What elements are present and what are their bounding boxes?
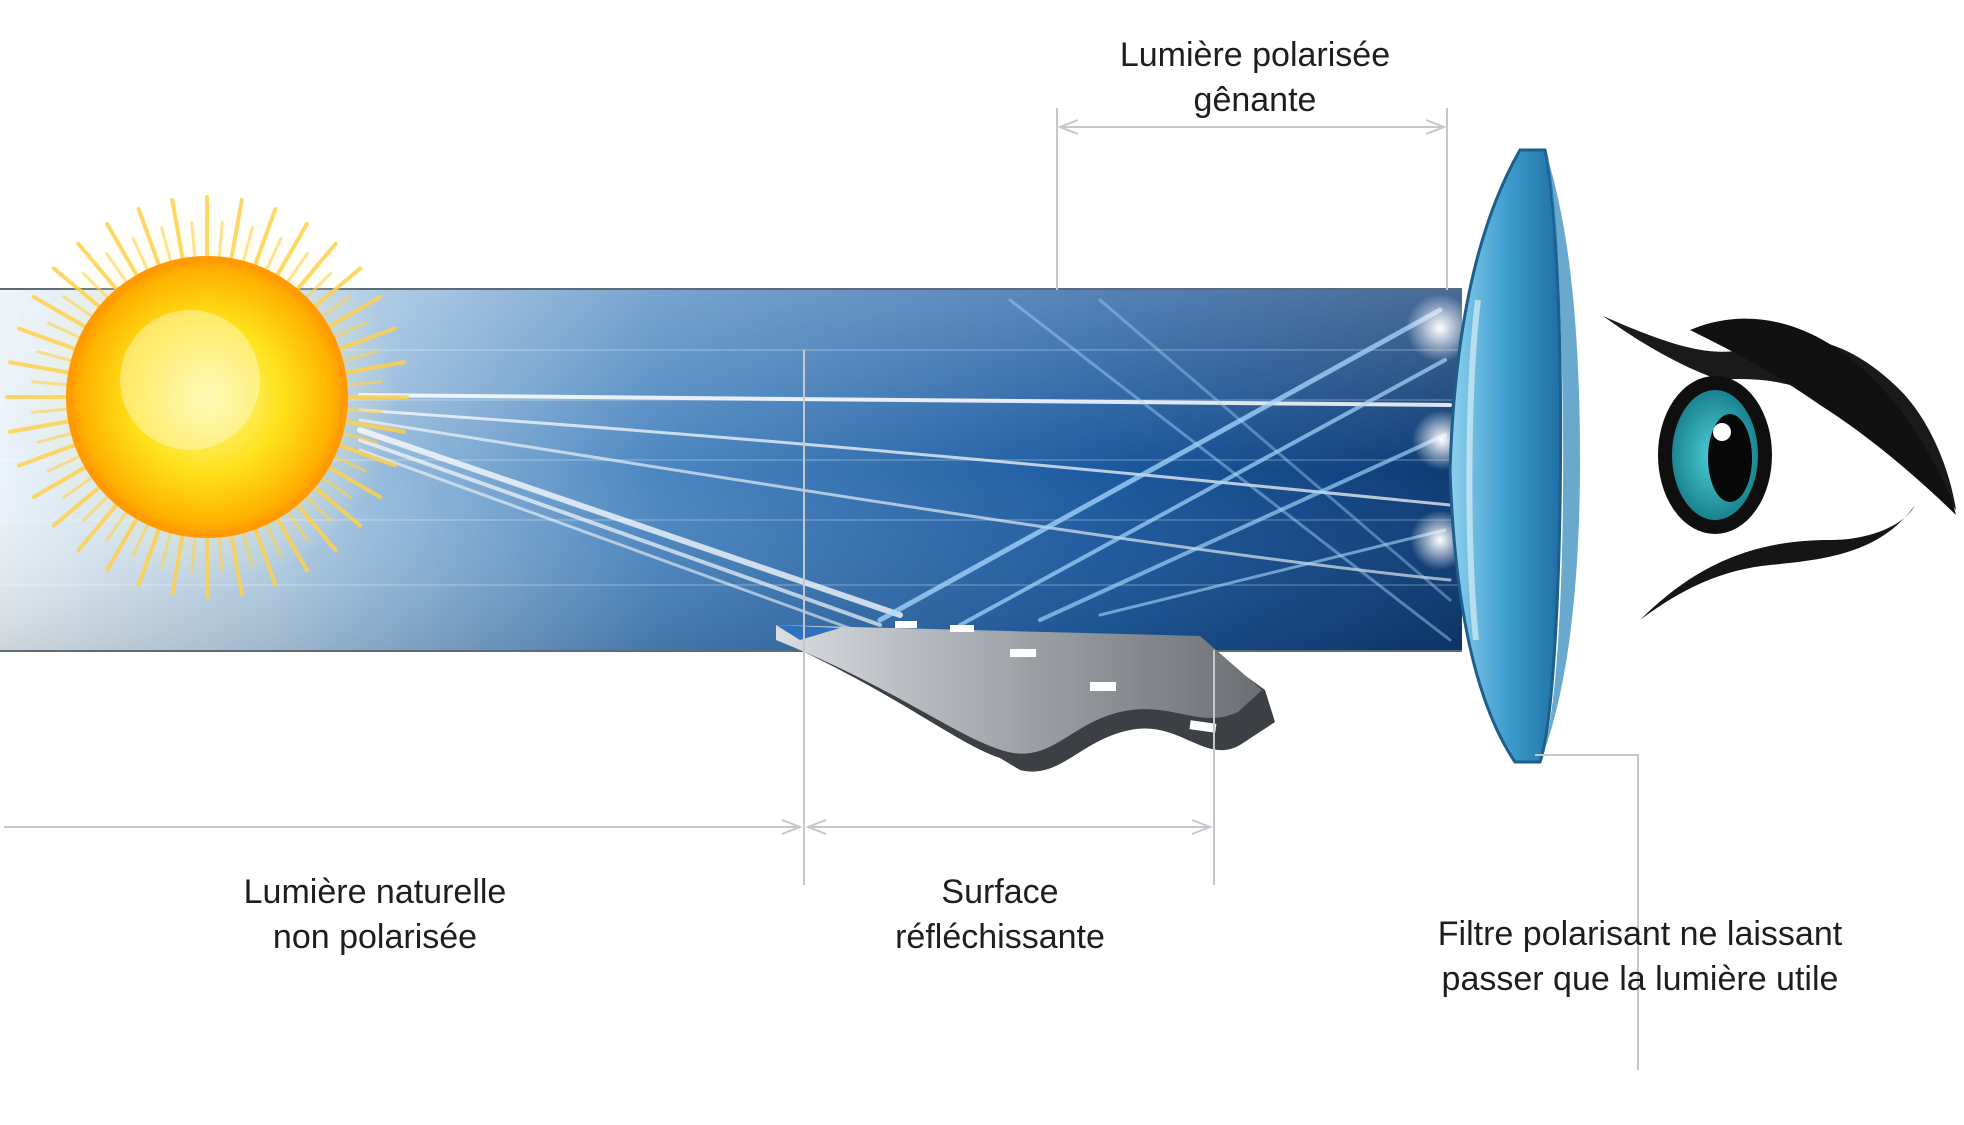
sun-spike	[170, 527, 186, 596]
sun-spike	[17, 326, 83, 353]
sun-spike	[251, 207, 278, 273]
sun-spike	[8, 418, 77, 434]
sun-spike	[335, 350, 378, 364]
polarizing-filter-label: Filtre polarisant ne laissant passer que…	[1405, 912, 1875, 1002]
sun-spike	[308, 266, 363, 313]
reflecting-surface-line1: Surface	[941, 873, 1059, 911]
sun-spike	[217, 221, 224, 265]
sun-spike	[228, 198, 244, 267]
road-icon	[776, 621, 1275, 772]
sun-spike	[190, 529, 197, 573]
reflecting-surface-label: Surface réfléchissante	[845, 870, 1155, 960]
reflecting-surface-line2: réfléchissante	[895, 918, 1105, 956]
sun-spike	[337, 360, 406, 376]
sun-spike	[81, 271, 114, 304]
sun-spike	[316, 295, 352, 322]
sun-spike	[105, 221, 142, 283]
sun-spike	[240, 525, 254, 568]
dimension-lines	[4, 108, 1639, 1070]
sun-spike	[76, 241, 123, 296]
sun-spike	[131, 517, 152, 558]
sun-spike	[51, 481, 106, 528]
sun-spike	[31, 407, 75, 414]
sun-spike	[321, 295, 383, 332]
natural-light-line2: non polarisée	[272, 918, 478, 956]
sun-spike	[62, 295, 98, 322]
sun-spike	[335, 430, 378, 444]
sun-spike	[136, 207, 163, 273]
sun-spike	[105, 252, 132, 288]
sun-spike	[81, 490, 114, 523]
sun-spike	[136, 521, 163, 587]
sun-spike	[105, 506, 132, 542]
sun-spike	[251, 521, 278, 587]
sun-spike	[339, 380, 383, 387]
sun-spike	[46, 452, 87, 473]
sun-spike	[160, 226, 174, 269]
sun-spike	[308, 481, 363, 528]
eye-icon	[1603, 316, 1956, 620]
sun-spike	[190, 221, 197, 265]
sun-spike	[76, 498, 123, 553]
sun-spike	[272, 511, 309, 573]
sun-spike	[339, 407, 383, 414]
sun-spike	[131, 236, 152, 277]
sun-spike	[36, 430, 79, 444]
polarizing-filter-line1: Filtre polarisant ne laissant	[1437, 915, 1843, 953]
sun-spike	[327, 452, 368, 473]
sun-spike	[291, 241, 338, 296]
sun-spike	[327, 321, 368, 342]
sun-spike	[316, 472, 352, 499]
sun-spike	[62, 472, 98, 499]
polarized-glare-label: Lumière polarisée gênante	[1075, 33, 1435, 123]
polarizing-filter-line2: passer que la lumière utile	[1441, 960, 1839, 998]
sun-spike	[272, 221, 309, 283]
sun-spike	[105, 511, 142, 573]
sun-spike	[46, 321, 87, 342]
sun-spike	[300, 490, 333, 523]
sun-spike	[51, 266, 106, 313]
lens-icon	[1448, 148, 1580, 764]
sun-spike	[282, 252, 309, 288]
reflected-glare-rays	[877, 298, 1452, 642]
sun-spike	[228, 527, 244, 596]
natural-light-label: Lumière naturelle non polarisée	[200, 870, 550, 960]
sun-spike	[17, 441, 83, 468]
sun-spike	[300, 271, 333, 304]
sun-spike	[31, 295, 93, 332]
sun-spike	[282, 506, 309, 542]
polarized-glare-line2: gênante	[1193, 81, 1317, 119]
sun-spike	[36, 350, 79, 364]
sun-spike	[331, 326, 397, 353]
sun-spike	[170, 198, 186, 267]
sun-icon	[5, 195, 409, 599]
polarized-glare-line1: Lumière polarisée	[1119, 36, 1391, 74]
sun-rays-to-lens	[357, 393, 1452, 634]
sun-spike	[240, 226, 254, 269]
sun-spike	[331, 441, 397, 468]
sun-spike	[8, 360, 77, 376]
sun-spike	[217, 529, 224, 573]
sun-spike	[31, 380, 75, 387]
sun-spike	[291, 498, 338, 553]
natural-light-line1: Lumière naturelle	[243, 873, 507, 911]
sun-spike	[31, 462, 93, 499]
sun-spike	[262, 517, 283, 558]
sun-spike	[321, 462, 383, 499]
sun-spike	[160, 525, 174, 568]
sun-spike	[337, 418, 406, 434]
sun-spike	[262, 236, 283, 277]
